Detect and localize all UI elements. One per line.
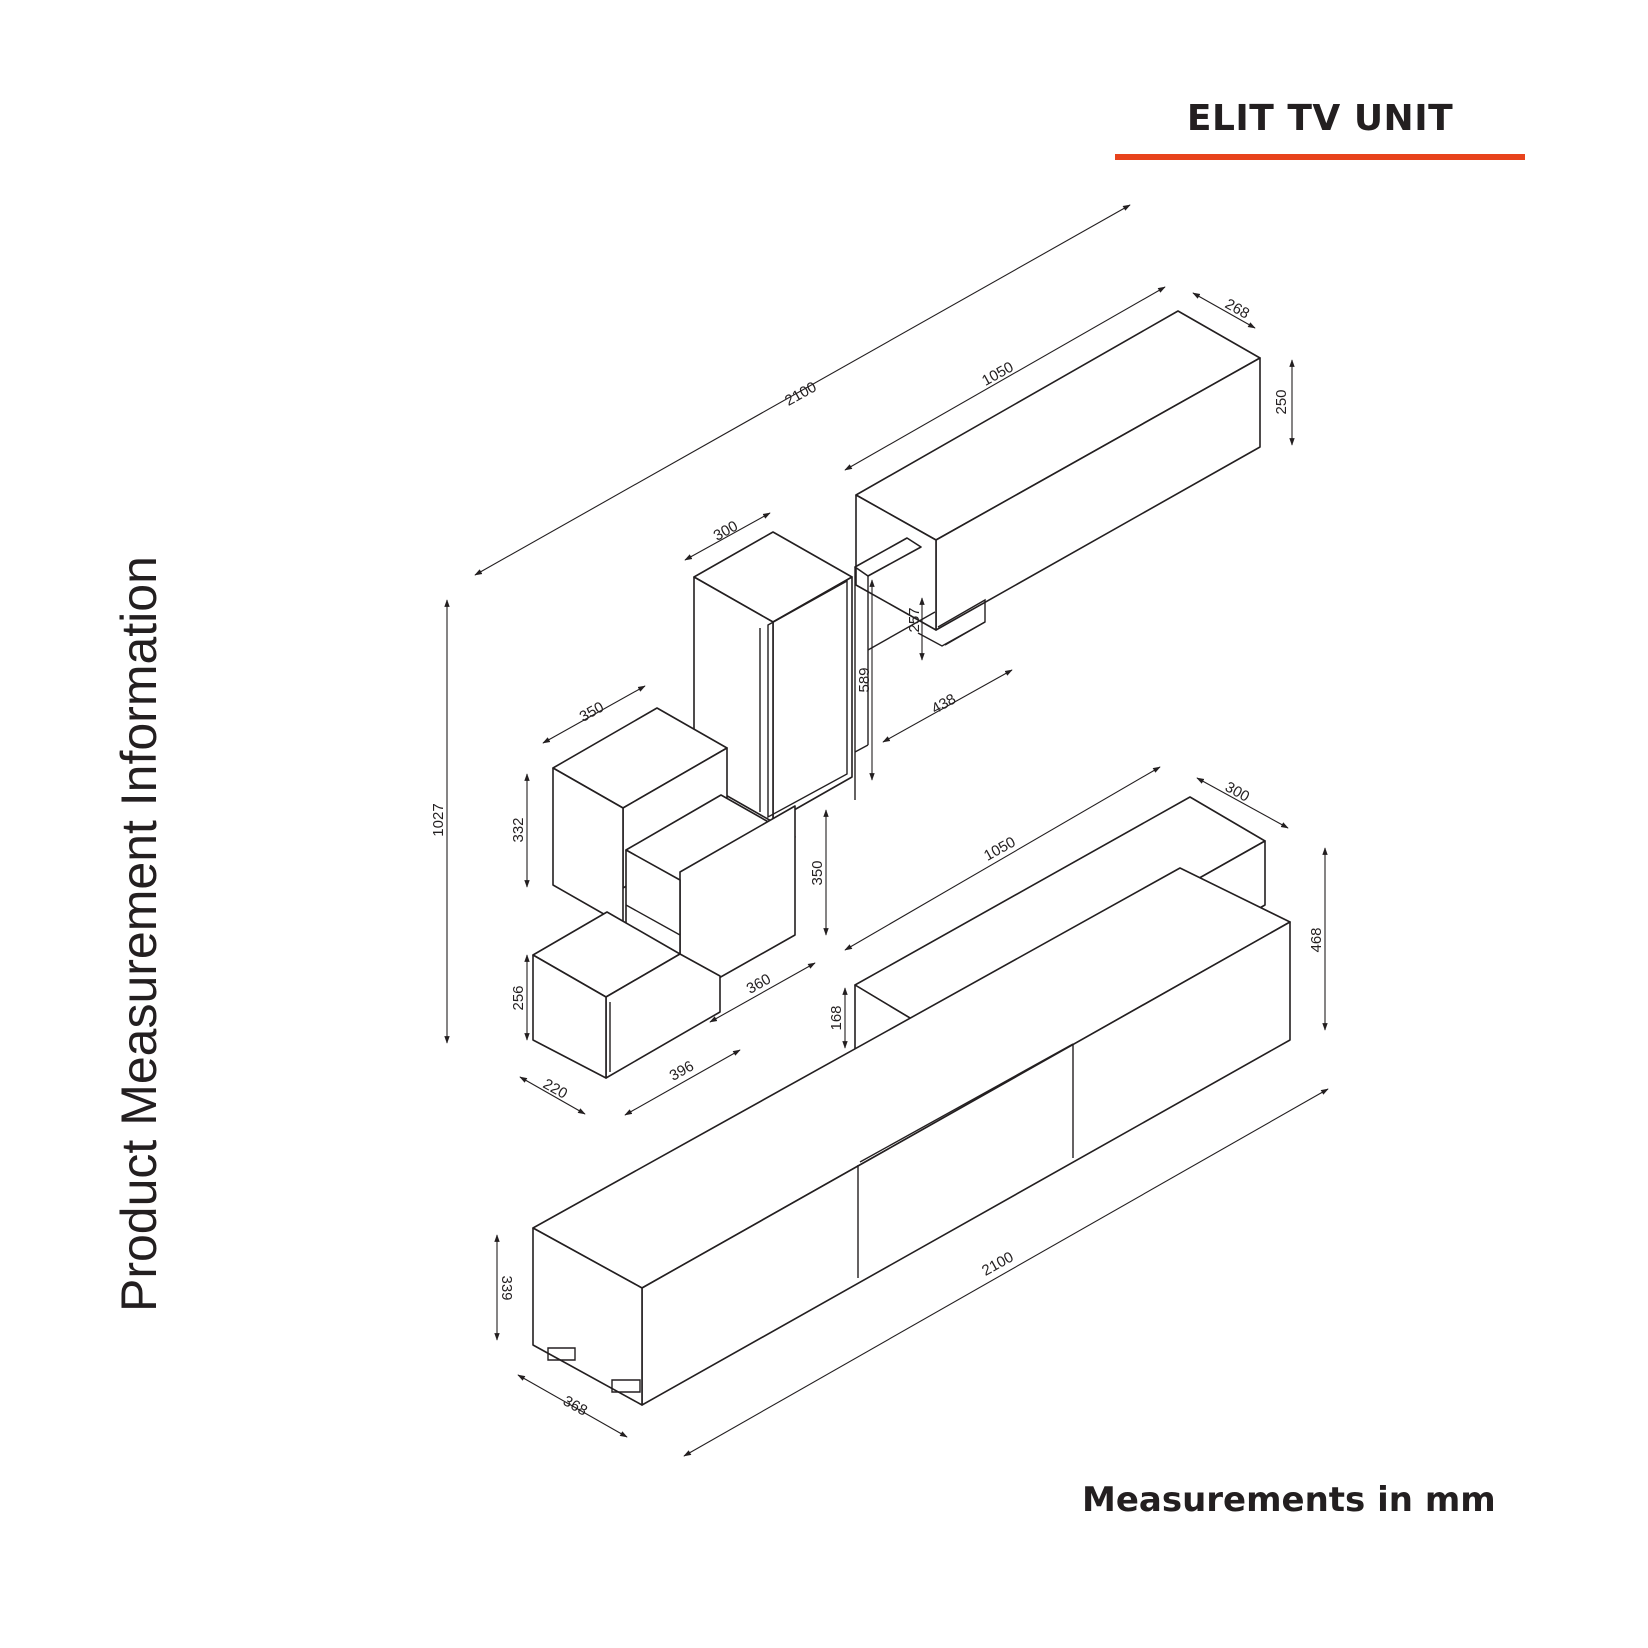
dim-wall-unit-height: 1027 — [430, 803, 447, 836]
dim-tv-stand-height: 339 — [498, 1275, 515, 1300]
dim-low-cube-width: 396 — [667, 1058, 697, 1085]
dim-under-shelf-height: 257 — [906, 607, 923, 632]
dim-top-cabinet-height: 250 — [1273, 389, 1290, 414]
dimension-lines — [444, 204, 1329, 1457]
title-accent-rule — [1115, 154, 1525, 160]
dim-tv-stand-depth: 368 — [560, 1393, 590, 1420]
dim-tall-shelf-width: 300 — [711, 518, 741, 545]
dim-tv-top-depth: 300 — [1222, 779, 1252, 806]
units-footnote: Measurements in mm — [1082, 1480, 1496, 1520]
product-title: ELIT TV UNIT — [1186, 98, 1454, 139]
dim-tv-top-height: 168 — [828, 1005, 845, 1030]
dim-mid-cube-height: 332 — [510, 817, 527, 842]
dim-center-cube-width: 360 — [744, 971, 774, 998]
low-cube — [532, 911, 721, 1079]
top-cabinet — [855, 310, 1261, 647]
dim-low-cube-depth: 220 — [540, 1076, 570, 1103]
dim-top-cabinet-depth: 268 — [1222, 296, 1252, 323]
dim-low-cube-height: 256 — [510, 985, 527, 1010]
dim-top-cabinet-width: 1050 — [979, 359, 1016, 390]
dim-tv-total-height: 468 — [1308, 927, 1325, 952]
dim-tv-stand-width: 2100 — [979, 1249, 1016, 1280]
dim-tall-shelf-height: 589 — [856, 667, 873, 692]
dim-center-cube-height: 350 — [809, 860, 826, 885]
